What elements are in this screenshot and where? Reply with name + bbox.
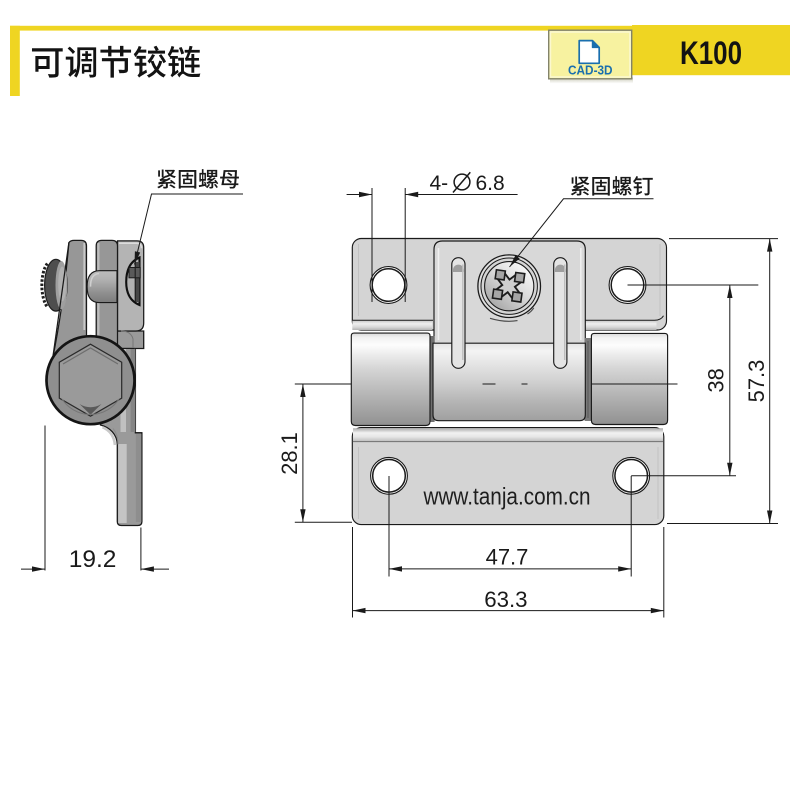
svg-text:38: 38 bbox=[704, 368, 729, 392]
svg-text:K100: K100 bbox=[680, 34, 742, 71]
svg-text:19.2: 19.2 bbox=[69, 546, 117, 573]
svg-text:47.7: 47.7 bbox=[486, 544, 529, 569]
svg-text:57.3: 57.3 bbox=[744, 360, 769, 403]
svg-text:28.1: 28.1 bbox=[277, 432, 302, 475]
svg-text:CAD-3D: CAD-3D bbox=[568, 63, 613, 77]
svg-text:4-: 4- bbox=[430, 172, 449, 195]
svg-text:www.tanja.com.cn: www.tanja.com.cn bbox=[423, 484, 591, 511]
svg-text:6.8: 6.8 bbox=[476, 172, 505, 195]
svg-text:63.3: 63.3 bbox=[484, 587, 527, 612]
